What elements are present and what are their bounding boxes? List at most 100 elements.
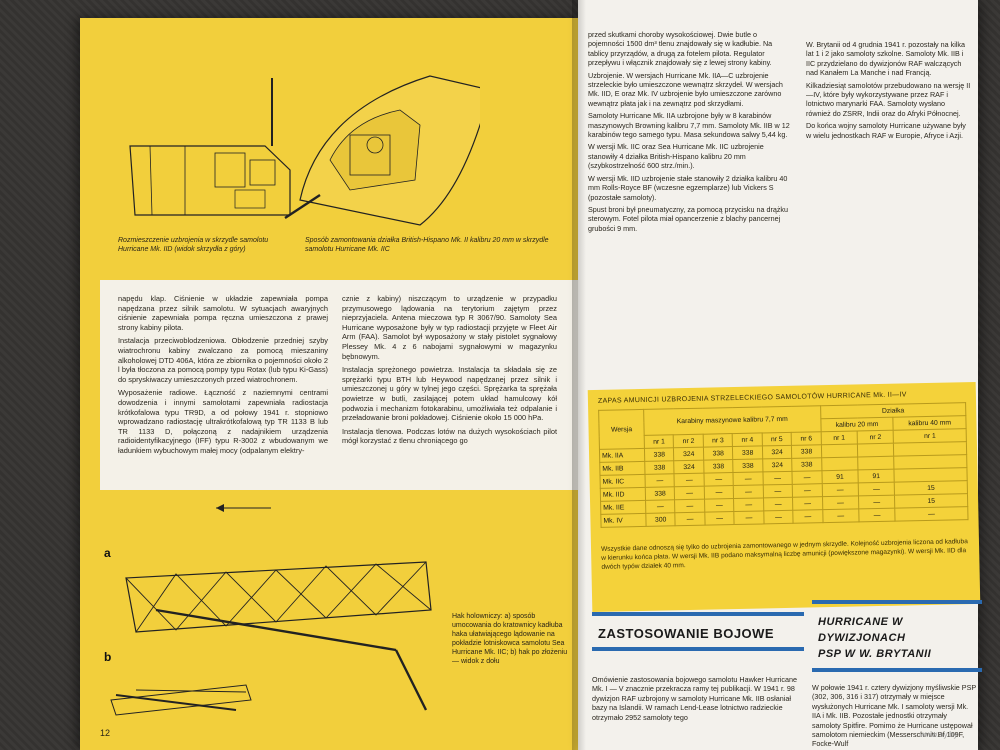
cell-version: Mk. IIE bbox=[600, 500, 646, 515]
paragraph-sprezone-powietrze: Instalacja sprężonego powietrza. Instala… bbox=[342, 365, 557, 423]
cell-version: Mk. IV bbox=[600, 513, 647, 528]
cell-ammo: — bbox=[895, 506, 969, 522]
cell-ammo: — bbox=[792, 496, 823, 511]
header-karabiny: Karabiny maszynowe kalibru 7,7 mm bbox=[643, 405, 821, 436]
cell-ammo: — bbox=[674, 499, 705, 513]
wing-armament-drawing bbox=[129, 75, 480, 226]
header-wersja: Wersja bbox=[598, 409, 645, 450]
bojowe-text: Omówienie zastosowania bojowego samolotu… bbox=[592, 675, 797, 722]
paragraph-spust: Spust broni był pneumatyczny, za pomocą … bbox=[588, 204, 789, 233]
cell-ammo: — bbox=[645, 499, 676, 514]
cell-ammo: — bbox=[704, 485, 734, 500]
cell-ammo bbox=[857, 456, 895, 470]
cell-ammo: — bbox=[793, 509, 823, 524]
cell-version: Mk. IID bbox=[600, 487, 646, 502]
paragraph-uzbrojenie: Uzbrojenie. W wersjach Hurricane Mk. IIA… bbox=[588, 70, 783, 108]
cell-ammo: — bbox=[704, 498, 735, 513]
paragraph-antena: cznie z kabiny) niszczącym to urządzenie… bbox=[342, 294, 557, 361]
ammo-table-box: ZAPAS AMUNICJI UZBROJENIA STRZELECKIEGO … bbox=[587, 381, 981, 613]
cell-ammo: — bbox=[858, 495, 896, 509]
cell-ammo: — bbox=[704, 511, 735, 526]
cell-ammo: 91 bbox=[857, 469, 895, 483]
cell-ammo: — bbox=[734, 510, 764, 525]
cell-ammo: — bbox=[821, 482, 859, 497]
section-title-line-1: HURRICANE W DYWIZJONACH bbox=[818, 616, 906, 644]
paragraph-przeciwoblodzeniowa: Instalacja przeciwoblodzeniowa. Obłodzen… bbox=[118, 336, 328, 384]
cell-ammo: — bbox=[763, 497, 794, 511]
cell-ammo: — bbox=[733, 497, 764, 512]
paragraph-mk2d: W wersji Mk. IID uzbrojenie stałe stanow… bbox=[588, 173, 788, 202]
cell-ammo: 324 bbox=[762, 445, 792, 459]
cell-version: Mk. IIC bbox=[600, 474, 646, 489]
psp-text: W połowie 1941 r. cztery dywizjony myśli… bbox=[812, 683, 977, 749]
cell-ammo: — bbox=[763, 510, 794, 524]
cell-ammo: 338 bbox=[791, 444, 822, 459]
cell-ammo: 338 bbox=[732, 445, 763, 460]
caption-cannon-mount: Sposób zamontowania działka British-Hisp… bbox=[305, 237, 549, 253]
caption-hak-holowniczy: Hak holowniczy: a) sposób umocowania do … bbox=[452, 613, 568, 665]
column-header: nr 2 bbox=[673, 434, 704, 448]
cell-ammo: — bbox=[703, 472, 734, 487]
right-text-column-1: przed skutkami choroby wysokościowej. Dw… bbox=[588, 30, 793, 236]
page-number: 12 bbox=[100, 728, 111, 738]
book-gutter bbox=[572, 0, 586, 750]
column-header: nr 1 bbox=[820, 430, 858, 445]
cell-ammo: 300 bbox=[645, 512, 676, 527]
cell-ammo: — bbox=[858, 508, 896, 522]
cell-ammo: — bbox=[763, 484, 793, 498]
paragraph-mk2c: W wersji Mk. IIC oraz Sea Hurricane Mk. … bbox=[588, 142, 764, 171]
ammo-table-note: Wszystkie dane odnoszą się tylko do uzbr… bbox=[600, 538, 968, 571]
cell-ammo: — bbox=[792, 483, 823, 498]
column-header: nr 6 bbox=[791, 431, 822, 446]
paragraph-radio: Wyposażenie radiowe. Łączność z naziemny… bbox=[118, 388, 328, 455]
cell-ammo bbox=[821, 456, 858, 471]
cell-ammo: — bbox=[644, 473, 675, 488]
column-header: nr 5 bbox=[761, 432, 792, 446]
cell-ammo: 338 bbox=[644, 460, 675, 475]
cell-ammo: — bbox=[858, 482, 895, 496]
column-header: nr 4 bbox=[732, 432, 763, 447]
cell-ammo: — bbox=[733, 471, 764, 486]
section-psp: HURRICANE W DYWIZJONACH PSP W W. BRYTANI… bbox=[812, 600, 982, 672]
cell-ammo: 324 bbox=[673, 447, 704, 461]
cell-ammo: — bbox=[822, 495, 859, 510]
paragraph-tlen: przed skutkami choroby wysokościowej. Dw… bbox=[588, 30, 773, 68]
paragraph-klapy: napędu klap. Ciśnienie w układzie zapewn… bbox=[118, 294, 328, 332]
cell-ammo: 338 bbox=[733, 458, 763, 473]
cell-ammo: 324 bbox=[674, 460, 704, 474]
cell-ammo: — bbox=[675, 512, 705, 526]
column-header: nr 2 bbox=[857, 430, 894, 444]
cell-ammo: 338 bbox=[791, 457, 822, 472]
ammo-table-title: ZAPAS AMUNICJI UZBROJENIA STRZELECKIEGO … bbox=[597, 391, 907, 405]
paragraph-tlenowa: Instalacja tlenowa. Podczas lotów na duż… bbox=[342, 426, 557, 446]
column-header: nr 1 bbox=[644, 434, 674, 449]
arrester-hook-drawing bbox=[110, 504, 432, 716]
cell-ammo: — bbox=[822, 508, 860, 523]
caption-wing-plan: Rozmieszczenie uzbrojenia w skrzydle sam… bbox=[118, 237, 269, 253]
section-zastosowanie-bojowe: ZASTOSOWANIE BOJOWE bbox=[592, 612, 804, 651]
cell-ammo bbox=[821, 443, 858, 458]
cell-ammo: 338 bbox=[645, 486, 675, 501]
cell-ammo: — bbox=[733, 484, 764, 499]
cell-ammo: 338 bbox=[703, 459, 734, 474]
cell-ammo: 324 bbox=[762, 458, 793, 472]
left-text-column-2: cznie z kabiny) niszczącym to urządzenie… bbox=[342, 294, 557, 450]
figure-label-b: b bbox=[104, 650, 112, 664]
text-band bbox=[100, 280, 580, 490]
figure-label-a: a bbox=[104, 546, 111, 560]
paragraph-mk2a: Samoloty Hurricane Mk. IIA uzbrojone był… bbox=[588, 111, 790, 140]
section-title-line-2: PSP W W. BRYTANII bbox=[818, 648, 932, 660]
cell-version: Mk. IIA bbox=[599, 448, 645, 463]
column-header: nr 3 bbox=[703, 433, 733, 448]
right-page bbox=[578, 0, 978, 750]
cell-ammo: — bbox=[674, 473, 705, 487]
section-title: ZASTOSOWANIE BOJOWE bbox=[598, 626, 775, 641]
cell-ammo: — bbox=[762, 471, 793, 485]
right-text-column-2: W. Brytanii od 4 grudnia 1941 r. pozosta… bbox=[806, 40, 971, 143]
cell-ammo: 338 bbox=[644, 447, 675, 462]
cell-ammo: 91 bbox=[821, 469, 859, 484]
cell-ammo: — bbox=[792, 470, 822, 485]
paragraph-koniec-wojny: Do końca wojny samoloty Hurricane używan… bbox=[806, 121, 966, 140]
cell-ammo: 338 bbox=[703, 446, 734, 461]
paragraph-przebudowa: Kilkadziesiąt samolotów przebudowano na … bbox=[806, 80, 971, 118]
